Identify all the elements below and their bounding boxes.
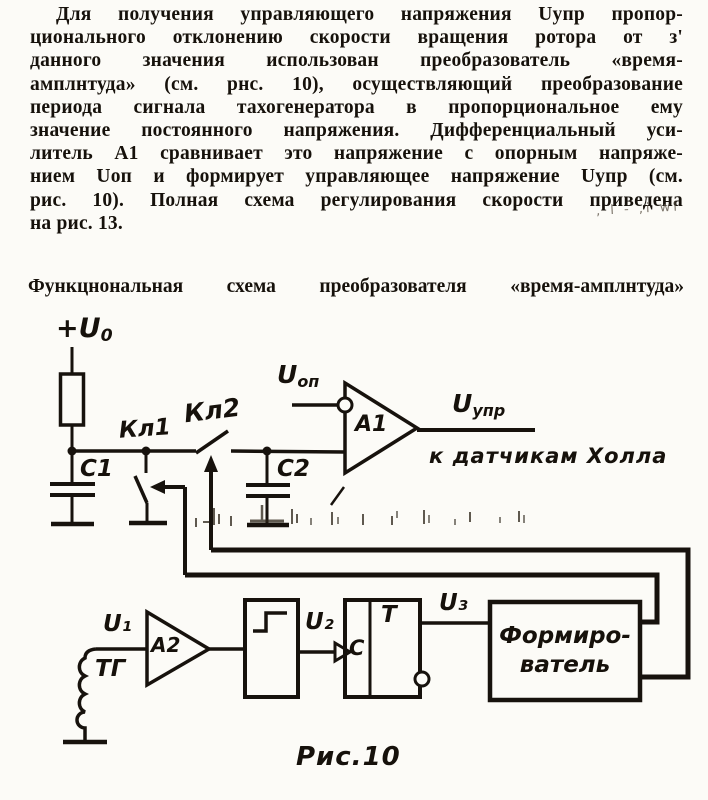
paragraph-line: значение постоянного напряжения. Диффере… [30,119,683,141]
resistor [58,347,86,456]
paragraph-line: данного значения использован преобразова… [30,50,683,72]
label-kl1: Кл1 [118,414,172,444]
paragraph-line: Для получения управляющего напряжения Uу… [56,4,683,25]
paragraph-line: литель А1 сравнивает это напряжение с оп… [30,143,683,165]
figure-caption-bottom: Рис.10 [296,742,401,772]
stray-mark [329,486,346,506]
feedback-wire-lower [185,572,660,625]
clock-arrowhead-icon [333,640,353,664]
label-a2: А2 [151,633,181,657]
tachogenerator-coil [63,647,147,745]
label-tg: ТГ [95,656,126,682]
former-block-label: Формиро- ватель [499,623,631,678]
body-paragraph: Для получения управляющего напряжения Uу… [30,3,683,235]
paragraph-line: ционального отклонению скорости вращения… [30,27,683,49]
schmitt-trigger-block [243,598,300,699]
figure-caption-top: Функцнональная схема преобразователя «вр… [28,276,684,297]
paragraph-line: рис. 10). Полная схема регулирования ско… [30,189,683,211]
paragraph-line: на рис. 13. [30,212,123,234]
former-block [487,599,643,703]
label-t: Т [381,602,397,628]
paragraph-line: периода сигнала тахогенератора в пропорц… [30,96,683,118]
label-hall-sensors: к датчикам Холла [429,444,668,468]
paragraph-line: нием Uоп и формирует управляющее напряже… [30,166,683,188]
switch-kl2 [195,429,229,455]
label-u1: U₁ [103,611,132,637]
feedback-wire-upper [211,547,691,680]
flipflop-t-block [343,598,431,699]
paragraph-line: амплнтуда» (см. рнс. 10), осуществляющий… [30,73,683,95]
label-u3: U₃ [439,590,468,616]
label-a1: А1 [355,412,388,437]
label-c2: С2 [277,456,310,482]
capacitor-c2 [246,446,290,528]
label-u0: +U0 [56,313,113,346]
schmitt-symbol-icon [253,611,287,633]
label-c1: С1 [80,456,113,482]
switch-kl1 [129,446,167,526]
opamp-a1 [292,379,535,477]
label-uop: Uоп [277,360,320,391]
amplifier-a2 [145,608,245,689]
label-u2: U₂ [305,609,334,635]
label-uupr: Uупр [452,389,506,420]
capacitor-c1 [50,451,95,527]
label-c-input: С [349,636,365,660]
main-wire [72,449,346,454]
control-arrow-kl2 [204,455,218,550]
inverted-output-bubble [413,670,431,688]
control-arrow-kl1 [150,480,187,575]
scan-noise [195,505,525,527]
